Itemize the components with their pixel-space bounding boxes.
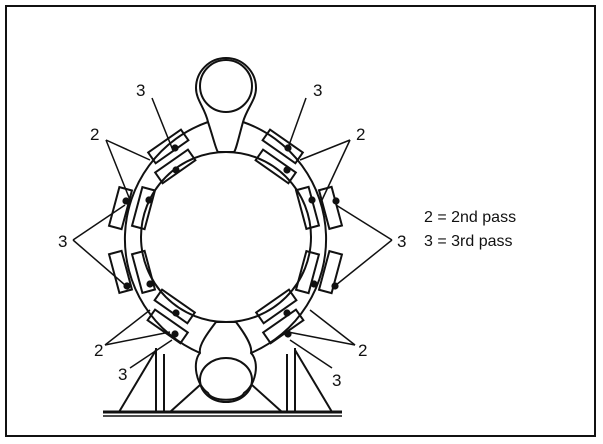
callout-3-mid-left: 3 [58,232,67,251]
callout-3-mid-right: 3 [397,232,406,251]
outer-ring [123,121,328,354]
top-lug [194,57,258,153]
callout-2-upper-left: 2 [90,125,99,144]
callout-3-bottom-right: 3 [332,371,341,390]
leader-lines [72,97,393,369]
callout-3-top-right: 3 [313,81,322,100]
legend-item-2nd-pass: 2 = 2nd pass [424,209,516,226]
figure-frame [5,5,596,437]
weld-pass-dots [122,144,340,338]
callout-3-top-left: 3 [136,81,145,100]
callout-3-bottom-left: 3 [118,365,127,384]
callout-2-lower-right: 2 [358,341,367,360]
callout-2-lower-left: 2 [94,341,103,360]
callout-labels: 3 3 2 2 3 3 2 2 3 3 [58,81,406,390]
callout-2-upper-right: 2 [356,125,365,144]
bottom-lug [194,321,257,403]
legend-item-3rd-pass: 3 = 3rd pass [424,233,513,250]
base-support [103,348,342,417]
radial-slots [107,128,344,345]
legend: 2 = 2nd pass 3 = 3rd pass [424,209,516,250]
